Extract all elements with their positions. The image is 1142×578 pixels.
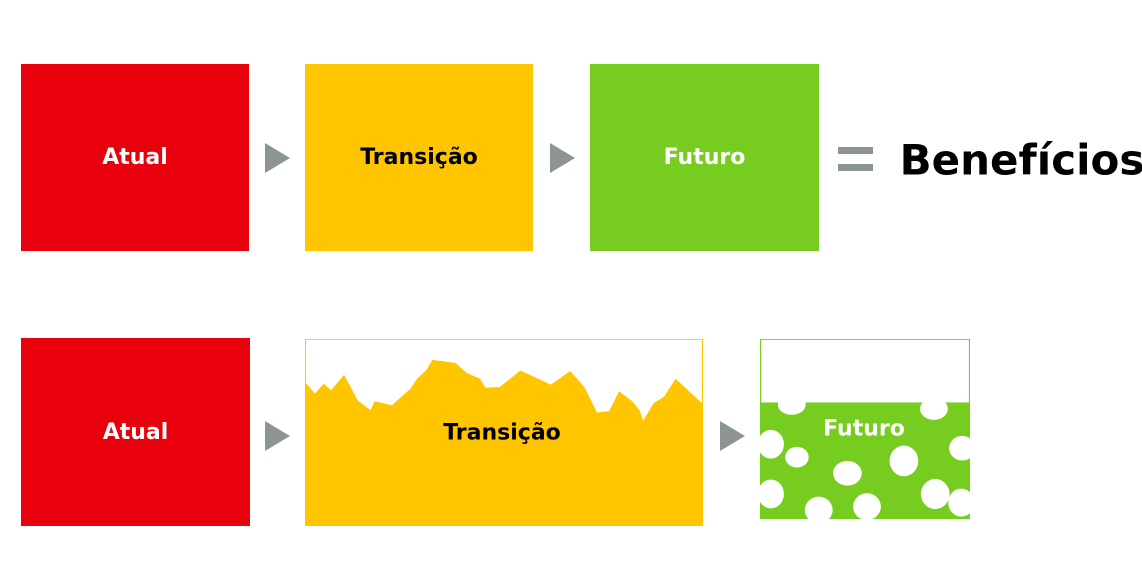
top-current-label: Atual bbox=[102, 145, 168, 170]
top-future-label: Futuro bbox=[663, 145, 746, 170]
equals-icon bbox=[838, 164, 873, 171]
bottom-current-box: Atual bbox=[21, 338, 250, 526]
future-dotted-shape bbox=[760, 339, 970, 519]
top-transition-label: Transição bbox=[360, 145, 478, 170]
bottom-transition-label: Transição bbox=[443, 420, 561, 446]
arrow-icon bbox=[265, 421, 290, 451]
bottom-future-label: Futuro bbox=[823, 416, 905, 442]
bottom-current-label: Atual bbox=[102, 419, 169, 445]
top-transition-box: Transição bbox=[305, 64, 533, 251]
transition-jagged-shape bbox=[305, 339, 703, 526]
arrow-icon bbox=[265, 143, 290, 173]
equals-icon bbox=[838, 147, 873, 154]
top-current-box: Atual bbox=[21, 64, 249, 251]
arrow-icon bbox=[550, 143, 575, 173]
top-future-box: Futuro bbox=[590, 64, 819, 251]
arrow-icon bbox=[720, 421, 745, 451]
benefits-label: Benefícios bbox=[899, 135, 1142, 185]
